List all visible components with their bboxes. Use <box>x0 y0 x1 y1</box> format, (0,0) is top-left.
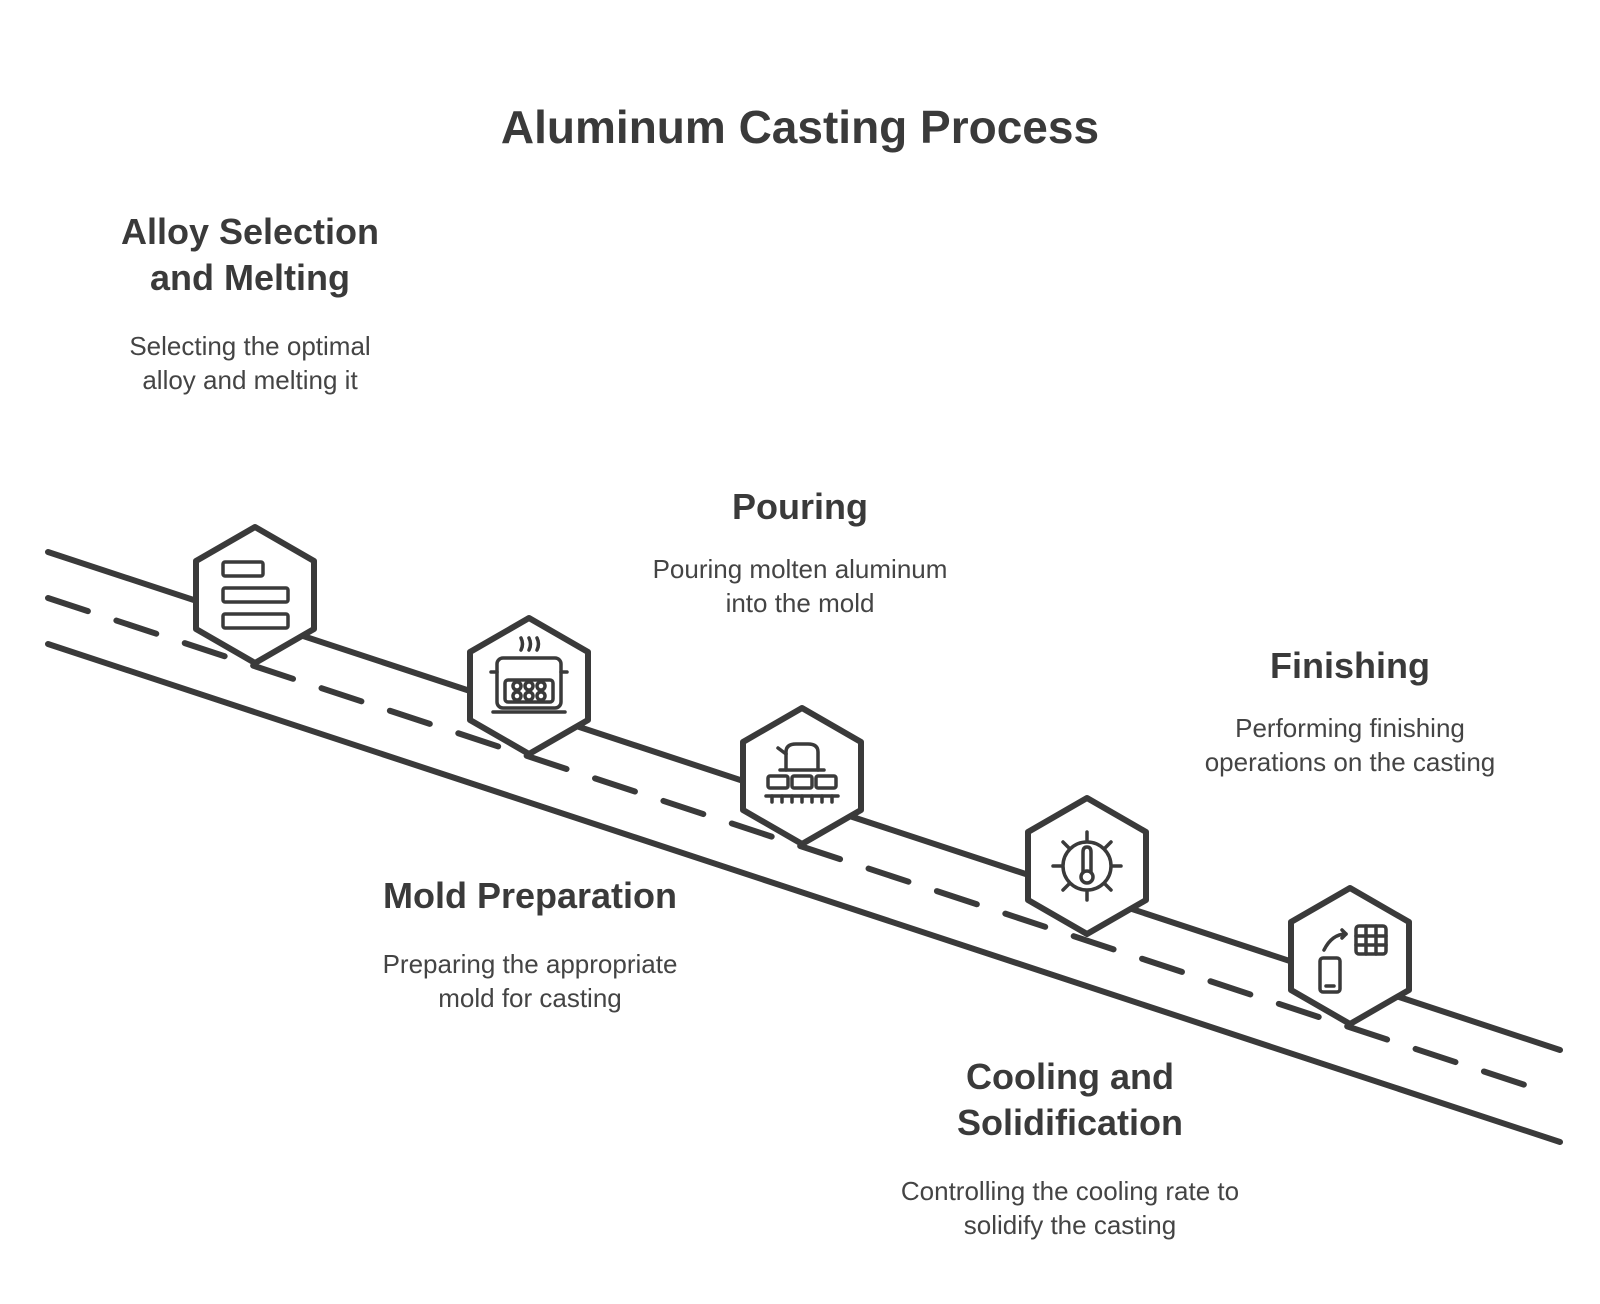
step-description: Controlling the cooling rate to solidify… <box>900 1176 1240 1240</box>
step-title: Alloy Selection and Melting <box>120 211 380 298</box>
step-description: Selecting the optimal alloy and melting … <box>129 331 371 395</box>
step-marker-3 <box>740 705 864 847</box>
step-title: Cooling and Solidification <box>956 1056 1183 1143</box>
step-marker-1 <box>193 524 317 666</box>
step-marker-5 <box>1288 885 1412 1027</box>
diagram-title: Aluminum Casting Process <box>500 101 1100 153</box>
step-marker-2 <box>467 615 591 757</box>
step-mold-preparation: Mold Preparation Preparing the appropria… <box>370 873 690 1015</box>
step-description: Preparing the appropriate mold for casti… <box>382 949 678 1013</box>
gear-thermometer-icon <box>1051 830 1123 902</box>
step-title: Mold Preparation <box>382 875 678 916</box>
step-marker-4 <box>1025 795 1149 937</box>
step-pouring: Pouring Pouring molten aluminum into the… <box>640 484 960 620</box>
pouring-ladle-icon <box>764 742 840 804</box>
step-title: Pouring <box>732 486 868 527</box>
device-calculator-icon <box>1318 924 1388 994</box>
road-center-dashes <box>45 595 1528 1088</box>
step-alloy-selection: Alloy Selection and Melting Selecting th… <box>100 209 400 397</box>
road-bottom-edge <box>45 641 1563 1145</box>
mold-tray-icon <box>489 636 569 714</box>
step-finishing: Finishing Performing finishing operation… <box>1190 643 1510 779</box>
step-cooling: Cooling and Solidification Controlling t… <box>900 1054 1240 1242</box>
list-bars-icon <box>221 560 290 630</box>
step-description: Performing finishing operations on the c… <box>1204 713 1496 777</box>
step-description: Pouring molten aluminum into the mold <box>652 554 948 618</box>
step-title: Finishing <box>1270 645 1430 686</box>
